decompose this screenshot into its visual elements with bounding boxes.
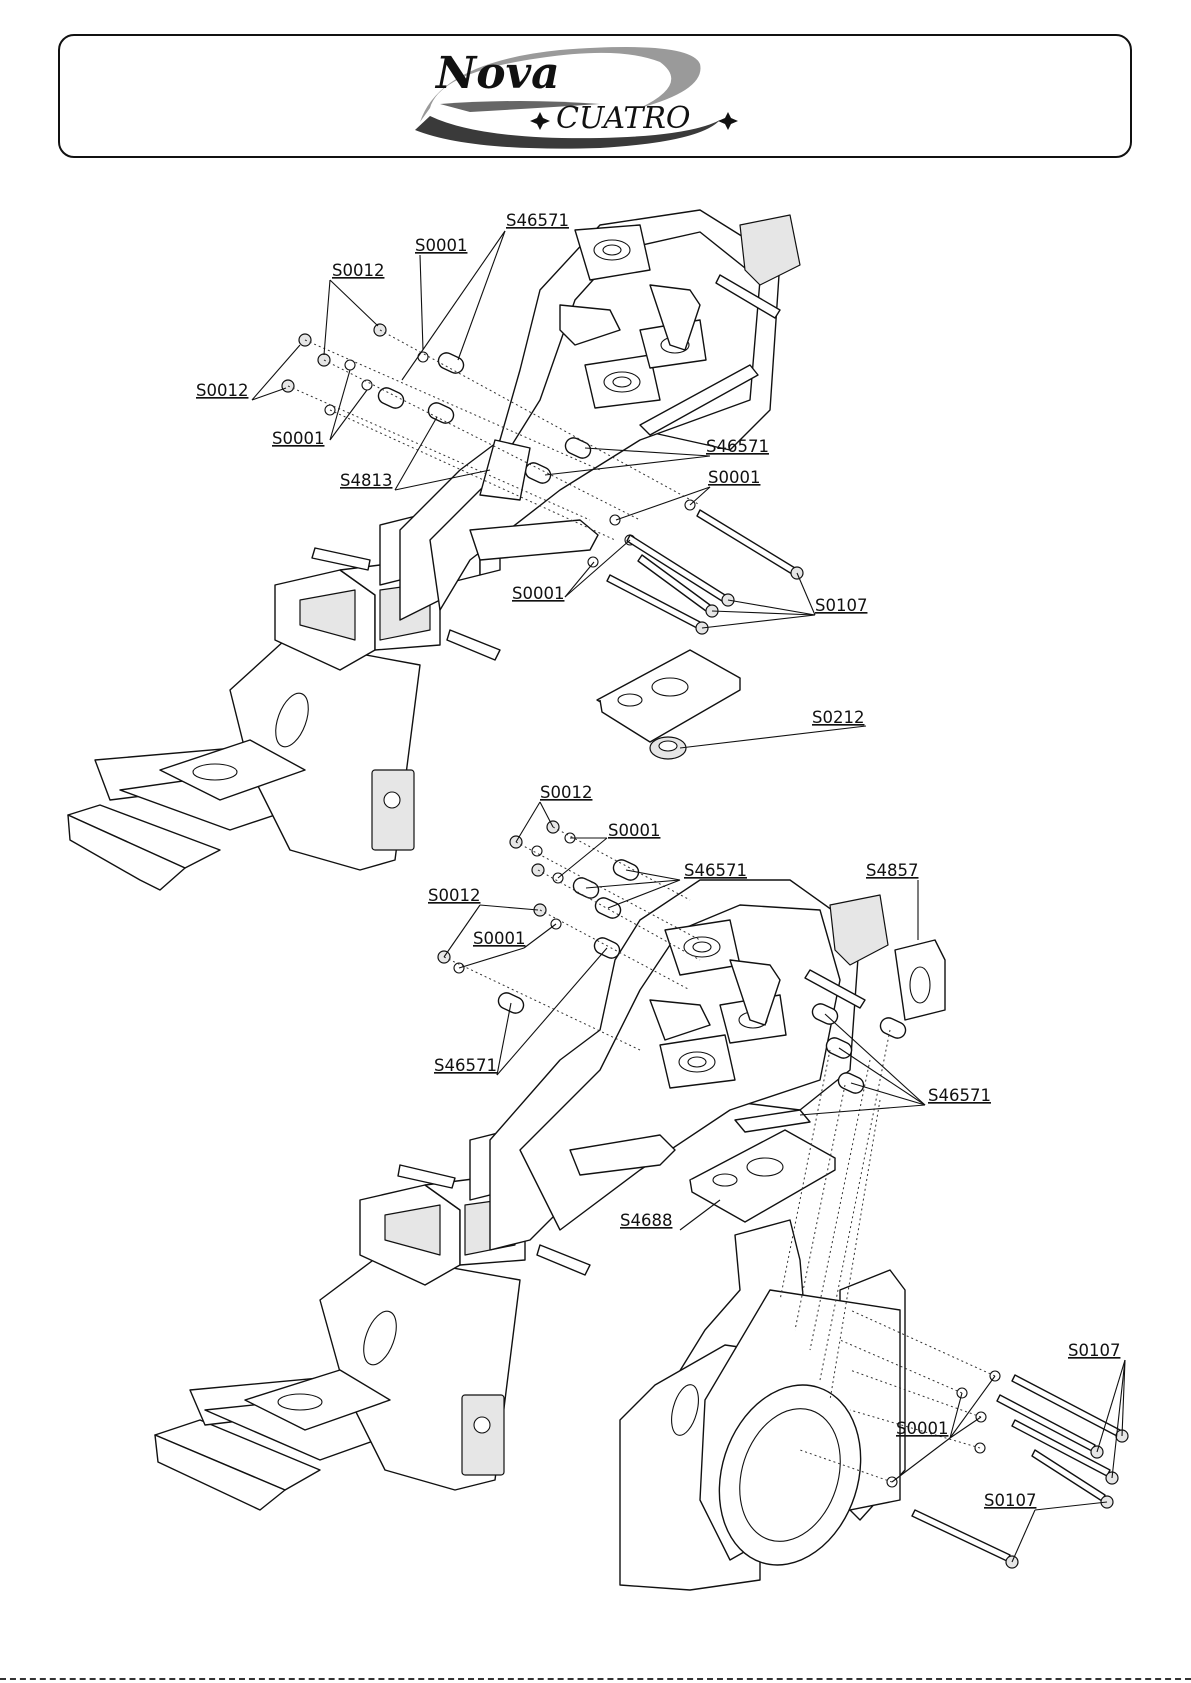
label-s0107-top: S0107 (815, 596, 867, 615)
upper-assembly (68, 210, 803, 890)
label-s4857: S4857 (866, 861, 918, 880)
label-s0001-lower-right: S0001 (896, 1419, 948, 1438)
label-s4813: S4813 (340, 471, 392, 490)
label-s0212: S0212 (812, 708, 864, 727)
label-s0012-lower: S0012 (540, 783, 592, 802)
label-s0001-lower-left: S0001 (473, 929, 525, 948)
label-s0001-top: S0001 (415, 236, 467, 255)
label-s0107-bottom: S0107 (984, 1491, 1036, 1510)
label-s4688: S4688 (620, 1211, 672, 1230)
label-s46571-mid: S46571 (706, 437, 769, 456)
label-s0001-lower: S0001 (608, 821, 660, 840)
label-s0001-mid-left: S0001 (512, 584, 564, 603)
label-s46571-lower: S46571 (684, 861, 747, 880)
lower-assembly (155, 821, 1128, 1590)
label-s0001-mid-right: S0001 (708, 468, 760, 487)
label-s0001-left: S0001 (272, 429, 324, 448)
page-bottom-rule (0, 1678, 1191, 1683)
label-s0012-top: S0012 (332, 261, 384, 280)
lower-screws (912, 1375, 1128, 1568)
label-s46571-top: S46571 (506, 211, 569, 230)
label-s46571-lower-left: S46571 (434, 1056, 497, 1075)
label-s0012-left: S0012 (196, 381, 248, 400)
label-s46571-right: S46571 (928, 1086, 991, 1105)
label-s0107-right: S0107 (1068, 1341, 1120, 1360)
upper-screws (607, 510, 803, 634)
label-s0012-lower-left: S0012 (428, 886, 480, 905)
